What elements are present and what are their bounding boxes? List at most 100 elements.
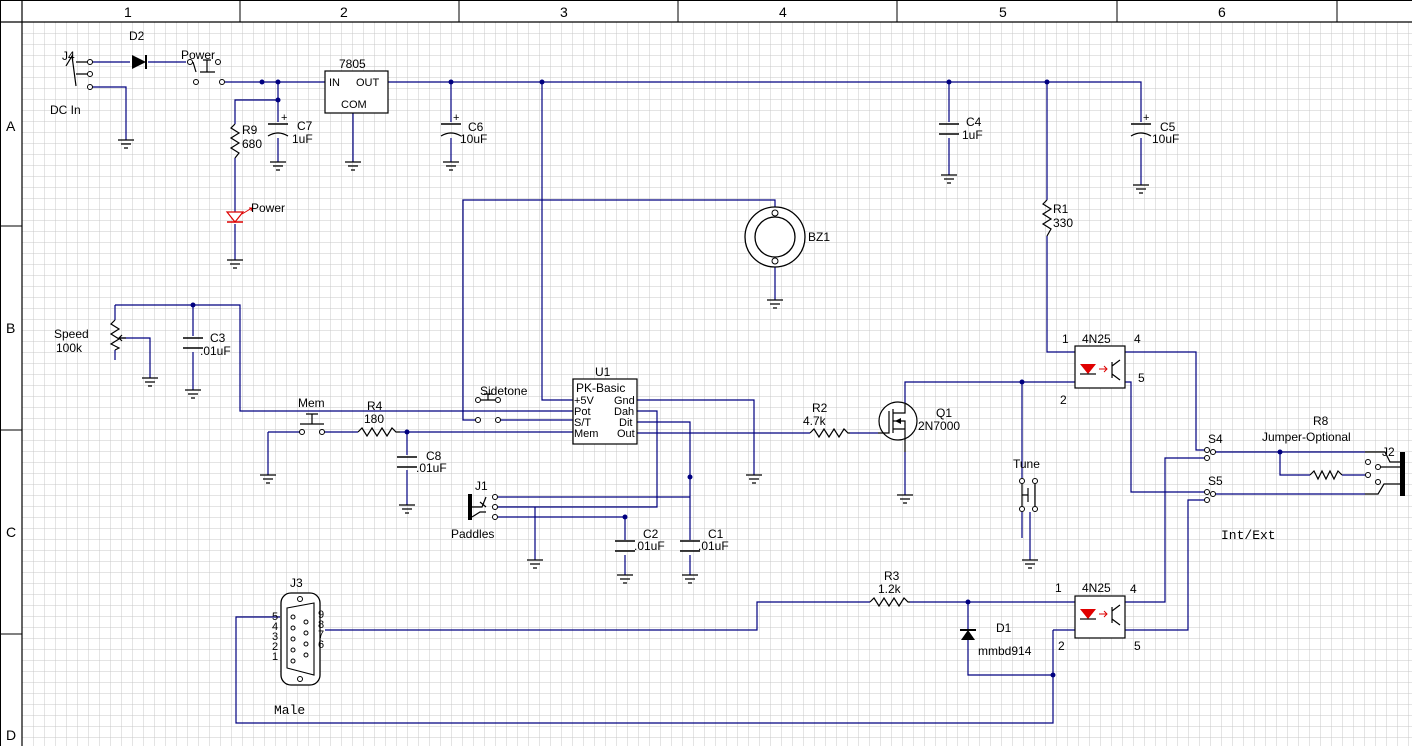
capacitor-c3: C3 .01uF xyxy=(183,331,231,358)
pin-number: 2 xyxy=(272,641,278,653)
connector-j3: J3 5 4 3 2 1 9 8 7 6 Male xyxy=(272,576,324,718)
value-label: 330 xyxy=(1053,216,1073,230)
pin-label: S/T xyxy=(574,417,591,429)
pin-label: Dit xyxy=(619,417,632,429)
ground-icon xyxy=(270,161,286,171)
ground-icon xyxy=(682,574,698,584)
pin-label: +5V xyxy=(574,395,595,407)
value-label: DC In xyxy=(50,103,81,117)
ref-label: R1 xyxy=(1053,202,1069,216)
ref-label: D2 xyxy=(129,29,145,43)
pin-label: Mem xyxy=(574,428,598,440)
resistor-r3: R3 1.2k xyxy=(869,569,910,608)
value-label: Male xyxy=(274,703,305,718)
row-label: D xyxy=(6,727,16,743)
ref-label: R2 xyxy=(812,401,828,415)
ground-icon xyxy=(897,494,913,504)
switch-sidetone: Sidetone xyxy=(475,384,528,423)
value-label: 4.7k xyxy=(803,414,827,428)
jack-j4: J4 DC In xyxy=(50,49,93,117)
pin-label: Gnd xyxy=(614,395,635,407)
ground-icon xyxy=(767,299,783,309)
ground-icon xyxy=(118,139,134,149)
svg-text:+: + xyxy=(281,112,287,124)
ground-icon xyxy=(746,474,762,484)
resistor-r8: R8 Jumper-Optional xyxy=(1262,414,1351,481)
value-label: 180 xyxy=(364,412,384,426)
jack-j2: J2 xyxy=(1365,445,1405,496)
ref-label: U1 xyxy=(595,365,611,379)
power-switch: Power xyxy=(181,48,225,85)
ref-label: S5 xyxy=(1208,474,1223,488)
pin-label: Out xyxy=(617,428,635,440)
pin-number: 1 xyxy=(1055,581,1062,595)
value-label: Paddles xyxy=(451,527,494,541)
potentiometer-speed: Speed 100k xyxy=(54,319,126,355)
value-label: 10uF xyxy=(460,132,487,146)
pin-label: Dah xyxy=(614,406,634,418)
column-label: 5 xyxy=(999,4,1007,20)
ref-label: Q1 xyxy=(936,406,952,420)
pin-number: 5 xyxy=(1134,639,1141,653)
pin-number: 8 xyxy=(318,619,324,631)
ref-label: C8 xyxy=(426,449,442,463)
pin-number: 2 xyxy=(1060,393,1067,407)
ref-label: Tune xyxy=(1013,457,1040,471)
pin-number: 2 xyxy=(1058,639,1065,653)
value-label: .01uF xyxy=(698,539,729,553)
ref-label: Mem xyxy=(298,396,325,410)
column-label: 4 xyxy=(779,4,787,20)
switch-mem: Mem xyxy=(298,396,325,435)
ground-icon xyxy=(1022,559,1038,569)
value-label: .01uF xyxy=(200,344,231,358)
capacitor-c2: C2 .01uF xyxy=(615,527,665,553)
capacitor-c8: C8 .01uF xyxy=(397,449,447,475)
ref-label: R8 xyxy=(1313,414,1329,428)
regulator-7805: 7805 IN OUT COM xyxy=(324,57,389,114)
ground-icon xyxy=(941,174,957,184)
ref-label: C4 xyxy=(966,115,982,129)
ground-icon xyxy=(1133,184,1149,194)
part-name: PK-Basic xyxy=(576,381,625,395)
ref-label: C2 xyxy=(643,527,659,541)
resistor-r4: R4 180 xyxy=(357,399,400,438)
switch-s4: S4 xyxy=(1204,432,1223,461)
value-label: 10uF xyxy=(1152,132,1179,146)
value-label: 100k xyxy=(56,341,83,355)
resistor-r1: R1 330 xyxy=(1041,199,1073,237)
ground-icon xyxy=(185,389,201,399)
pin-label: IN xyxy=(329,77,340,89)
value-label: 2N7000 xyxy=(918,419,960,433)
value-label: mmbd914 xyxy=(978,644,1032,658)
column-label: 3 xyxy=(560,4,568,20)
optocoupler-bottom: 4N25 1 2 4 5 xyxy=(1055,581,1141,653)
grid-background xyxy=(22,22,1412,746)
ground-icon xyxy=(443,161,459,171)
ground-icon xyxy=(527,559,543,569)
led-power: Power xyxy=(225,201,285,223)
ref-label: Sidetone xyxy=(480,384,528,398)
capacitor-c7: + C7 1uF xyxy=(267,112,313,146)
resistor-r9: R9 680 xyxy=(229,123,262,159)
junction-dots xyxy=(190,79,1283,678)
ref-label: C7 xyxy=(297,119,313,133)
ground-icon xyxy=(345,161,361,171)
capacitor-c1: C1 .01uF xyxy=(680,527,729,553)
buzzer-bz1: BZ1 xyxy=(744,206,830,268)
ref-label: Power xyxy=(181,48,215,62)
ref-label: 4N25 xyxy=(1082,332,1111,346)
capacitor-c6: + C6 10uF xyxy=(440,112,487,146)
switch-s5: S5 xyxy=(1204,474,1223,503)
value-label: 1.2k xyxy=(878,582,902,596)
row-label: B xyxy=(6,320,15,336)
ref-label: C3 xyxy=(210,331,226,345)
optocoupler-top: 4N25 1 2 4 5 xyxy=(1060,332,1145,407)
pin-number: 4 xyxy=(272,621,278,633)
ref-label: J3 xyxy=(290,576,303,590)
svg-text:+: + xyxy=(1143,112,1149,124)
ic-u1: U1 PK-Basic +5V Pot S/T Mem Gnd Dah Dit … xyxy=(572,365,638,445)
ref-label: 4N25 xyxy=(1082,581,1111,595)
diode-d2: D2 xyxy=(129,29,147,69)
ref-label: S4 xyxy=(1208,432,1223,446)
